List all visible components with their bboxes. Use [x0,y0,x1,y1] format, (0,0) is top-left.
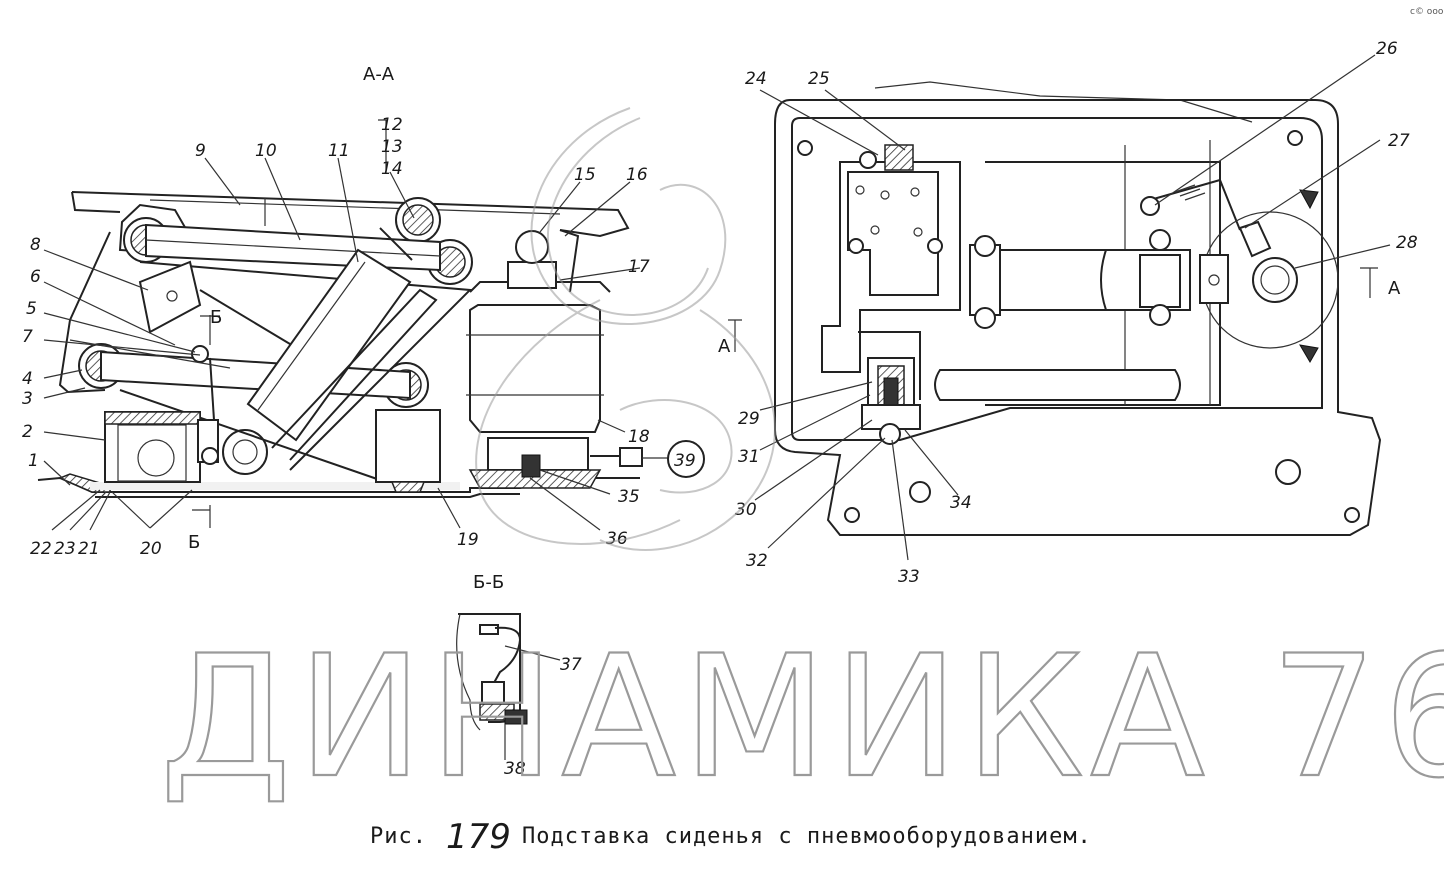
callout-26: 26 [1376,39,1398,59]
section-aa-label: А-А [363,64,395,85]
callout-13: 13 [381,137,403,157]
callout-1: 1 [28,451,39,471]
callout-25: 25 [808,69,830,89]
callout-8: 8 [30,235,41,255]
watermark-text: ДИНАМИКА 76 [160,619,1444,815]
callout-20: 20 [140,539,162,559]
callout-11: 11 [328,141,350,161]
callout-16: 16 [626,165,648,185]
callout-35: 35 [618,487,640,507]
callout-21: 21 [78,539,100,559]
callout-7: 7 [22,327,33,347]
caption-prefix: Рис. [370,824,427,849]
section-b-top-label: Б [210,307,222,328]
callout-4: 4 [22,369,33,389]
left-leader-lines [43,119,641,531]
callout-27: 27 [1388,131,1410,151]
callout-39: 39 [674,451,696,471]
callout-3: 3 [22,389,33,409]
right-leader-lines [754,54,1391,561]
callout-37: 37 [560,655,582,675]
watermark-logo-swirl [475,107,776,551]
callout-2: 2 [22,422,33,442]
caption-text: Подставка сиденья с пневмооборудованием. [522,824,1092,849]
callout-33: 33 [898,567,920,587]
callout-18: 18 [628,427,650,447]
plan-view [728,81,1382,536]
callout-30: 30 [735,500,757,520]
callout-17: 17 [628,257,650,277]
caption-number: 179 [446,817,511,857]
callout-14: 14 [381,159,403,179]
callout-32: 32 [746,551,768,571]
callout-19: 19 [457,530,479,550]
callout-38: 38 [504,759,526,779]
section-bb-label: Б-Б [473,572,504,593]
section-aa-view [37,191,705,528]
callout-15: 15 [574,165,596,185]
section-a-right-label: А [1388,278,1401,299]
callout-34: 34 [950,493,972,513]
callout-28: 28 [1396,233,1418,253]
section-b-bottom-label: Б [188,532,200,553]
callout-12: 12 [381,115,403,135]
callout-6: 6 [30,267,41,287]
callout-22: 22 [30,539,52,559]
callout-24: 24 [745,69,767,89]
callout-31: 31 [738,447,760,467]
section-a-left-label: А [718,336,731,357]
figure-caption: Рис. 179 Подставка сиденья с пневмообору… [370,817,1092,857]
callout-10: 10 [255,141,277,161]
callout-23: 23 [54,539,76,559]
callout-9: 9 [195,141,206,161]
callout-29: 29 [738,409,760,429]
section-bb-view [456,613,561,760]
callout-5: 5 [26,299,37,319]
corner-mark: c© ooo [1410,7,1444,17]
